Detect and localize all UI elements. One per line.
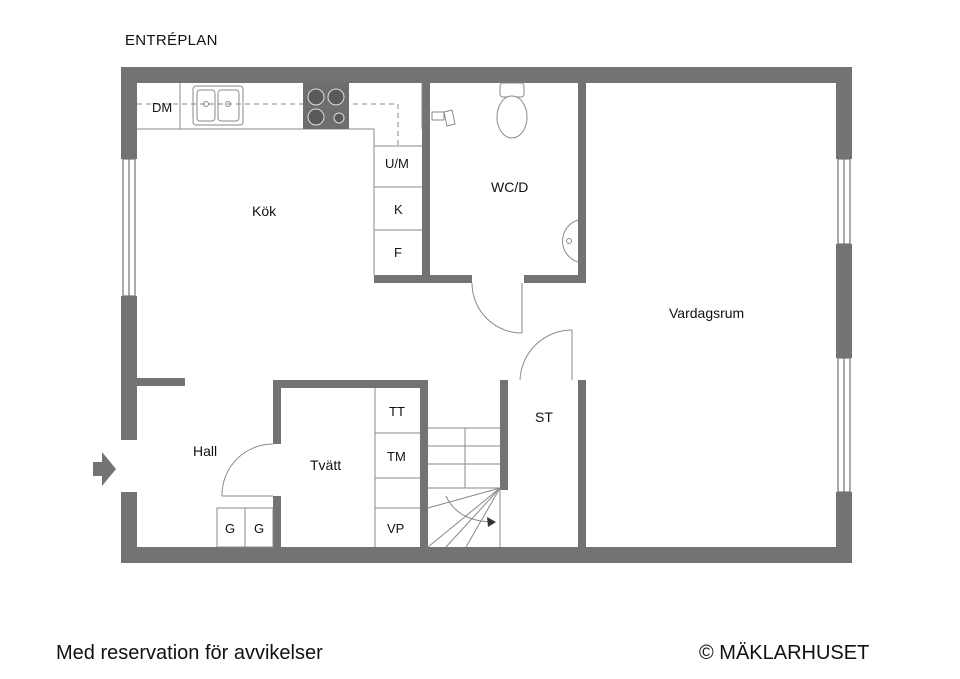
doors <box>221 282 573 497</box>
room-label-storage: ST <box>535 409 553 425</box>
copyright-text: © MÄKLARHUSET <box>699 642 870 664</box>
fixture-label-fridge: K <box>394 202 403 217</box>
toilet-icon <box>496 82 528 139</box>
interior-walls <box>137 83 586 547</box>
kitchen-counter <box>137 83 423 275</box>
fixture-label-microwave: U/M <box>385 156 409 171</box>
room-label-wc: WC/D <box>491 179 528 195</box>
room-label-hall: Hall <box>193 443 217 459</box>
entrance-arrow-icon <box>93 452 116 486</box>
door-wc <box>471 282 523 334</box>
shower-icon <box>431 109 456 127</box>
washbasin-icon <box>562 219 579 263</box>
plan-title: ENTRÉPLAN <box>125 32 218 49</box>
fixture-label-wardrobe-1: G <box>225 521 235 536</box>
laundry-appliances <box>374 388 420 547</box>
outer-walls <box>121 67 852 563</box>
fixture-label-dishwasher: DM <box>152 100 172 115</box>
fixture-label-wardrobe-2: G <box>254 521 264 536</box>
room-label-laundry: Tvätt <box>310 457 341 473</box>
windows <box>122 158 851 493</box>
stove-icon <box>303 83 349 129</box>
room-label-kitchen: Kök <box>252 203 277 219</box>
door-laundry <box>221 443 274 497</box>
sink-icon <box>192 85 244 126</box>
room-label-living: Vardagsrum <box>669 305 744 321</box>
fixture-label-freezer: F <box>394 245 402 260</box>
stairs-arrow-icon <box>487 517 496 527</box>
fixture-label-dryer: TT <box>389 404 405 419</box>
stairs <box>427 427 501 548</box>
fixture-label-water-heater: VP <box>387 521 404 536</box>
wardrobes <box>216 507 274 548</box>
disclaimer-text: Med reservation för avvikelser <box>56 642 323 664</box>
fixture-label-washer: TM <box>387 449 406 464</box>
door-storage <box>519 329 573 381</box>
